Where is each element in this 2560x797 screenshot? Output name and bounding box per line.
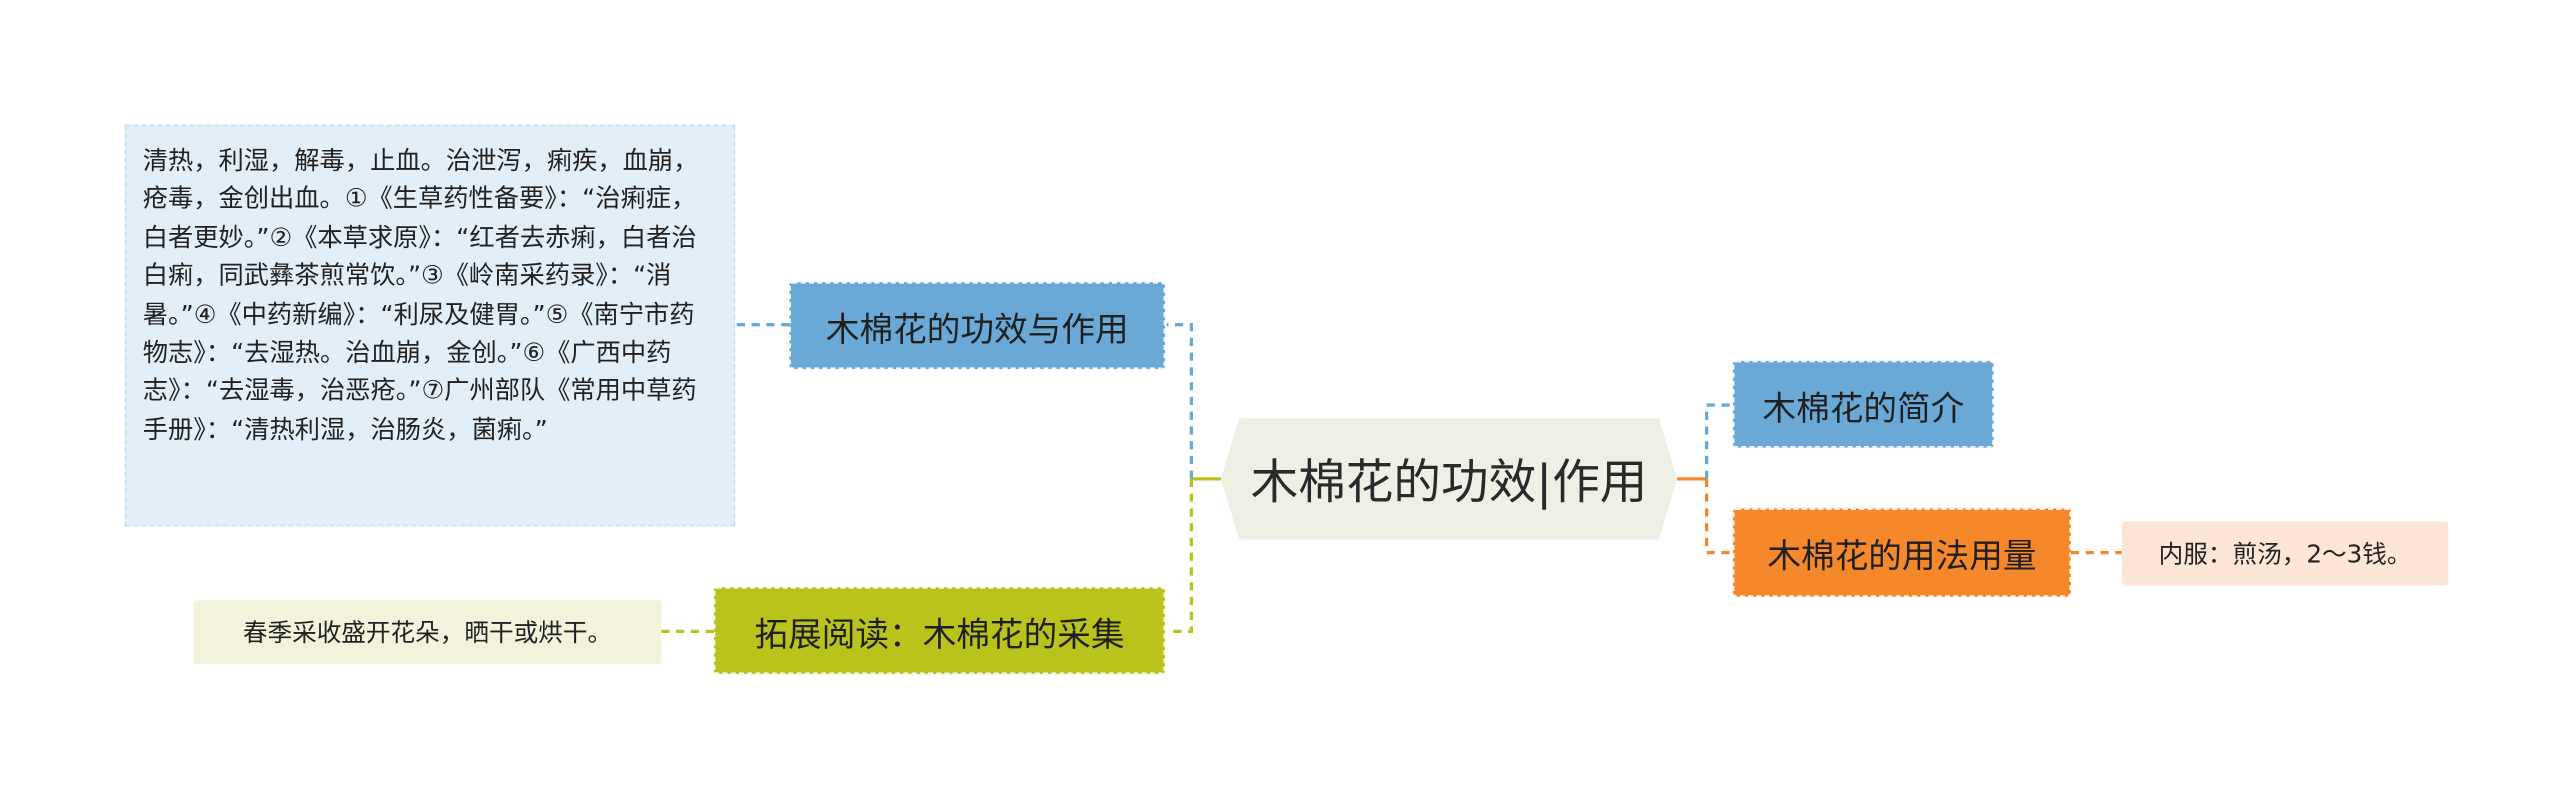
topic-usage-label: 木棉花的用法用量 <box>1767 536 2037 576</box>
connector-right-trunk-blue <box>1704 403 1733 479</box>
leaf-efficacy-detail[interactable]: 清热，利湿，解毒，止血。治泄泻，痢疾，血崩，疮毒，金创出血。①《生草药性备要》：… <box>124 124 736 527</box>
central-topic-label: 木棉花的功效|作用 <box>1250 454 1648 511</box>
central-topic[interactable]: 木棉花的功效|作用 <box>1220 418 1678 540</box>
leaf-efficacy-text: 清热，利湿，解毒，止血。治泄泻，痢疾，血崩，疮毒，金创出血。①《生草药性备要》：… <box>142 145 699 445</box>
topic-usage[interactable]: 木棉花的用法用量 <box>1732 508 2071 597</box>
connector-left-trunk-olive <box>1166 478 1194 634</box>
topic-efficacy-label: 木棉花的功效与作用 <box>825 309 1129 349</box>
topic-efficacy[interactable]: 木棉花的功效与作用 <box>789 282 1166 369</box>
leaf-extended-reading-text: 春季采收盛开花朵，晒干或烘干。 <box>242 618 613 648</box>
leaf-usage-detail[interactable]: 内服：煎汤，2～3钱。 <box>2121 521 2449 586</box>
leaf-usage-text: 内服：煎汤，2～3钱。 <box>2158 539 2412 570</box>
connector-right-trunk-orange <box>1704 478 1733 555</box>
topic-extended-reading[interactable]: 拓展阅读：木棉花的采集 <box>713 587 1166 674</box>
connector-left-trunk-blue <box>1166 323 1194 479</box>
topic-intro[interactable]: 木棉花的简介 <box>1732 360 1994 448</box>
topic-intro-label: 木棉花的简介 <box>1762 387 1965 428</box>
topic-extended-reading-label: 拓展阅读：木棉花的采集 <box>754 614 1125 654</box>
leaf-extended-reading-detail[interactable]: 春季采收盛开花朵，晒干或烘干。 <box>193 600 662 665</box>
